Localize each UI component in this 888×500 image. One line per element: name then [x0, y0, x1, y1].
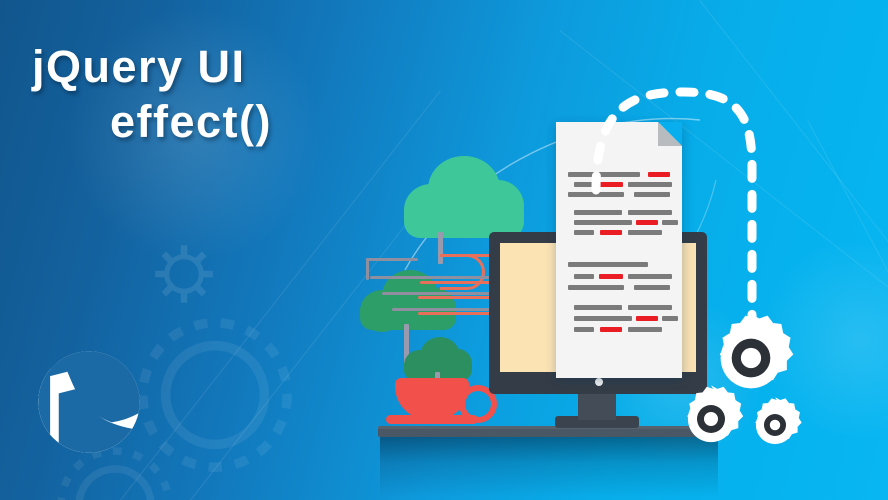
code-highlight-segment [599, 182, 623, 187]
pipe-gray-riser [366, 258, 369, 280]
desk-surface [378, 426, 722, 437]
jquery-logo [38, 351, 140, 453]
code-segment [634, 285, 670, 290]
code-highlight-segment [636, 316, 658, 321]
pipe-loop-bottom [420, 281, 502, 284]
code-segment [628, 327, 662, 332]
code-line-row [568, 274, 672, 279]
code-segment [574, 210, 622, 215]
pipe-gray-4 [366, 258, 418, 261]
code-line-row [568, 230, 672, 235]
code-segment [574, 316, 632, 321]
pipe-gray-1 [370, 276, 502, 279]
dashed-connector-path [591, 87, 757, 320]
pipe-gray-2 [382, 292, 502, 295]
pipe-line-1 [418, 296, 502, 299]
code-line-row [568, 262, 672, 267]
code-highlight-segment [599, 274, 623, 279]
code-segment [628, 230, 662, 235]
code-line-row [568, 210, 672, 215]
code-document [556, 122, 682, 378]
code-segment [628, 210, 672, 215]
code-highlight-segment [636, 220, 658, 225]
monitor-foot [555, 416, 639, 428]
code-segment [568, 285, 624, 290]
code-line-row [568, 305, 672, 310]
gear-medium [687, 385, 744, 443]
code-segment [574, 230, 594, 235]
teacup-body [395, 378, 469, 420]
page-title: jQuery UI effect() [28, 40, 388, 150]
code-line-row [568, 285, 672, 290]
code-segment [574, 305, 622, 310]
code-segment [574, 327, 594, 332]
code-line-row [568, 316, 678, 321]
code-line-row [568, 327, 672, 332]
gear-small [755, 397, 802, 445]
desk-shadow [380, 435, 718, 497]
teacup-saucer [386, 415, 478, 424]
code-line-row [568, 220, 678, 225]
code-highlight-segment [600, 230, 622, 235]
code-segment [574, 274, 594, 279]
code-segment [568, 172, 640, 177]
code-segment [634, 192, 670, 197]
code-line-row [568, 182, 672, 187]
code-segment [662, 316, 678, 321]
cloud-tree-top-trunk [438, 232, 443, 264]
code-segment [574, 182, 594, 187]
code-segment [628, 182, 672, 187]
code-line-row [568, 172, 672, 177]
code-segment [628, 274, 672, 279]
title-line-1: jQuery UI [32, 41, 246, 92]
pipe-loop-top [466, 254, 502, 257]
monitor-neck [578, 390, 616, 420]
desk-surface-highlight [378, 426, 722, 429]
pipe-loop [440, 254, 485, 290]
code-segment [568, 262, 648, 267]
gear-large [719, 313, 794, 389]
code-segment [628, 305, 672, 310]
title-line-2: effect() [109, 95, 272, 147]
code-segment [662, 220, 678, 225]
code-highlight-segment [600, 327, 622, 332]
cloud-tree-middle-trunk [404, 324, 409, 368]
pipe-gray-3 [392, 308, 502, 311]
cloud-tree-top [398, 150, 528, 245]
code-segment [574, 220, 632, 225]
code-highlight-segment [648, 172, 670, 177]
cloud-tree-small [404, 336, 474, 382]
pipe-line-2 [418, 312, 502, 315]
monitor-power-indicator [595, 378, 603, 386]
